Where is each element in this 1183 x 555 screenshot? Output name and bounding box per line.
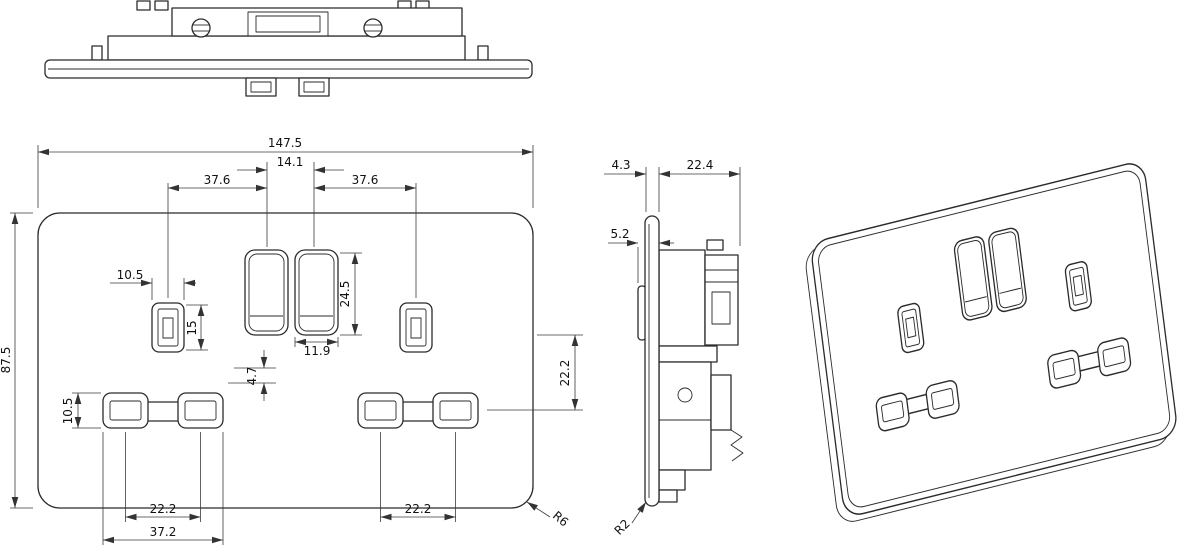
iso-pin-slots-left — [875, 380, 960, 432]
mounting-screw-right — [363, 18, 383, 38]
dim-plate-thickness: 4.3 — [611, 158, 630, 172]
dim-side-corner-radius: R2 — [612, 517, 633, 538]
dim-earth-slot-height: 15 — [185, 320, 199, 335]
earth-slot-right — [399, 302, 433, 353]
top-view — [44, 0, 533, 97]
rocker-switch-right — [294, 249, 339, 336]
dim-switch-projection: 5.2 — [610, 227, 629, 241]
side-upper-module — [658, 249, 706, 347]
dim-module-depth: 22.4 — [687, 158, 714, 172]
front-view — [37, 212, 534, 509]
dim-earth-slot-width: 10.5 — [117, 268, 144, 282]
dim-pin-slot-height: 10.5 — [61, 398, 75, 425]
iso-view — [805, 163, 1177, 522]
iso-earth-slot-left — [897, 302, 925, 354]
iso-pin-slots-right — [1047, 337, 1132, 389]
dim-overall-height: 87.5 — [0, 347, 13, 374]
dim-left-span: 37.6 — [204, 173, 231, 187]
mounting-screw-left — [191, 18, 211, 38]
dim-span-left: 37.2 — [150, 525, 177, 539]
iso-earth-slot-right — [1064, 261, 1092, 312]
dim-row-offset: 22.2 — [558, 360, 572, 387]
side-view — [637, 215, 744, 507]
side-dimensions: 4.3 22.4 5.2 R2 — [604, 158, 741, 538]
faceplate-side-edge — [644, 215, 660, 507]
dim-recess-offset: 4.7 — [245, 366, 259, 385]
pin-slots-right — [357, 392, 479, 429]
dim-overall-width: 147.5 — [268, 136, 302, 150]
rocker-switch-left — [244, 249, 289, 336]
dim-switch-pitch: 14.1 — [277, 155, 304, 169]
front-dimensions: 147.5 14.1 37.6 37.6 87.5 10.5 15 — [0, 136, 583, 545]
iso-rocker-switches — [953, 227, 1027, 321]
dim-right-span: 37.6 — [352, 173, 379, 187]
faceplate-front — [37, 212, 534, 509]
dim-pitch-left: 22.2 — [150, 502, 177, 516]
earth-slot-left — [151, 302, 185, 353]
dim-switch-height: 24.5 — [338, 281, 352, 308]
dim-front-corner-radius: R6 — [550, 508, 571, 529]
pin-slots-left — [102, 392, 224, 429]
dim-pitch-right: 22.2 — [405, 502, 432, 516]
dim-switch-width: 11.9 — [304, 344, 331, 358]
side-lower-module — [658, 361, 712, 471]
side-clamp-claws — [730, 429, 744, 462]
